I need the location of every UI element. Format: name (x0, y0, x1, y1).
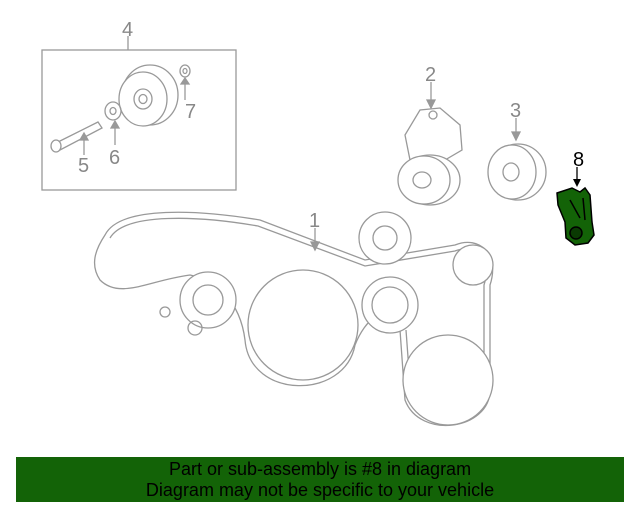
bracket-part-8[interactable] (556, 186, 595, 246)
serpentine-belt-1[interactable] (93, 211, 494, 427)
callout-5[interactable]: 5 (78, 155, 89, 177)
pulleys (159, 211, 494, 426)
washer-6[interactable] (104, 101, 122, 121)
banner-line-disclaimer: Diagram may not be specific to your vehi… (145, 480, 495, 500)
callout-2[interactable]: 2 (425, 64, 436, 86)
washer-7[interactable] (179, 64, 191, 78)
callout-4[interactable]: 4 (122, 19, 133, 41)
callout-6[interactable]: 6 (109, 147, 120, 169)
bolt-5[interactable] (50, 121, 103, 153)
callout-3[interactable]: 3 (510, 100, 521, 122)
callout-7[interactable]: 7 (185, 101, 196, 123)
idler-pulley-3[interactable] (487, 143, 547, 201)
subassembly-box-4 (41, 49, 237, 191)
callout-1[interactable]: 1 (309, 210, 320, 232)
info-banner: Part or sub-assembly is #8 in diagram Di… (16, 457, 624, 502)
belt-tensioner-2[interactable] (397, 107, 463, 206)
idler-pulley-4[interactable] (118, 64, 179, 127)
callout-8[interactable]: 8 (573, 149, 584, 171)
banner-line-part: Part or sub-assembly is #8 in diagram (168, 459, 472, 479)
callout-labels: 1 2 3 4 5 6 7 8 (78, 19, 584, 232)
